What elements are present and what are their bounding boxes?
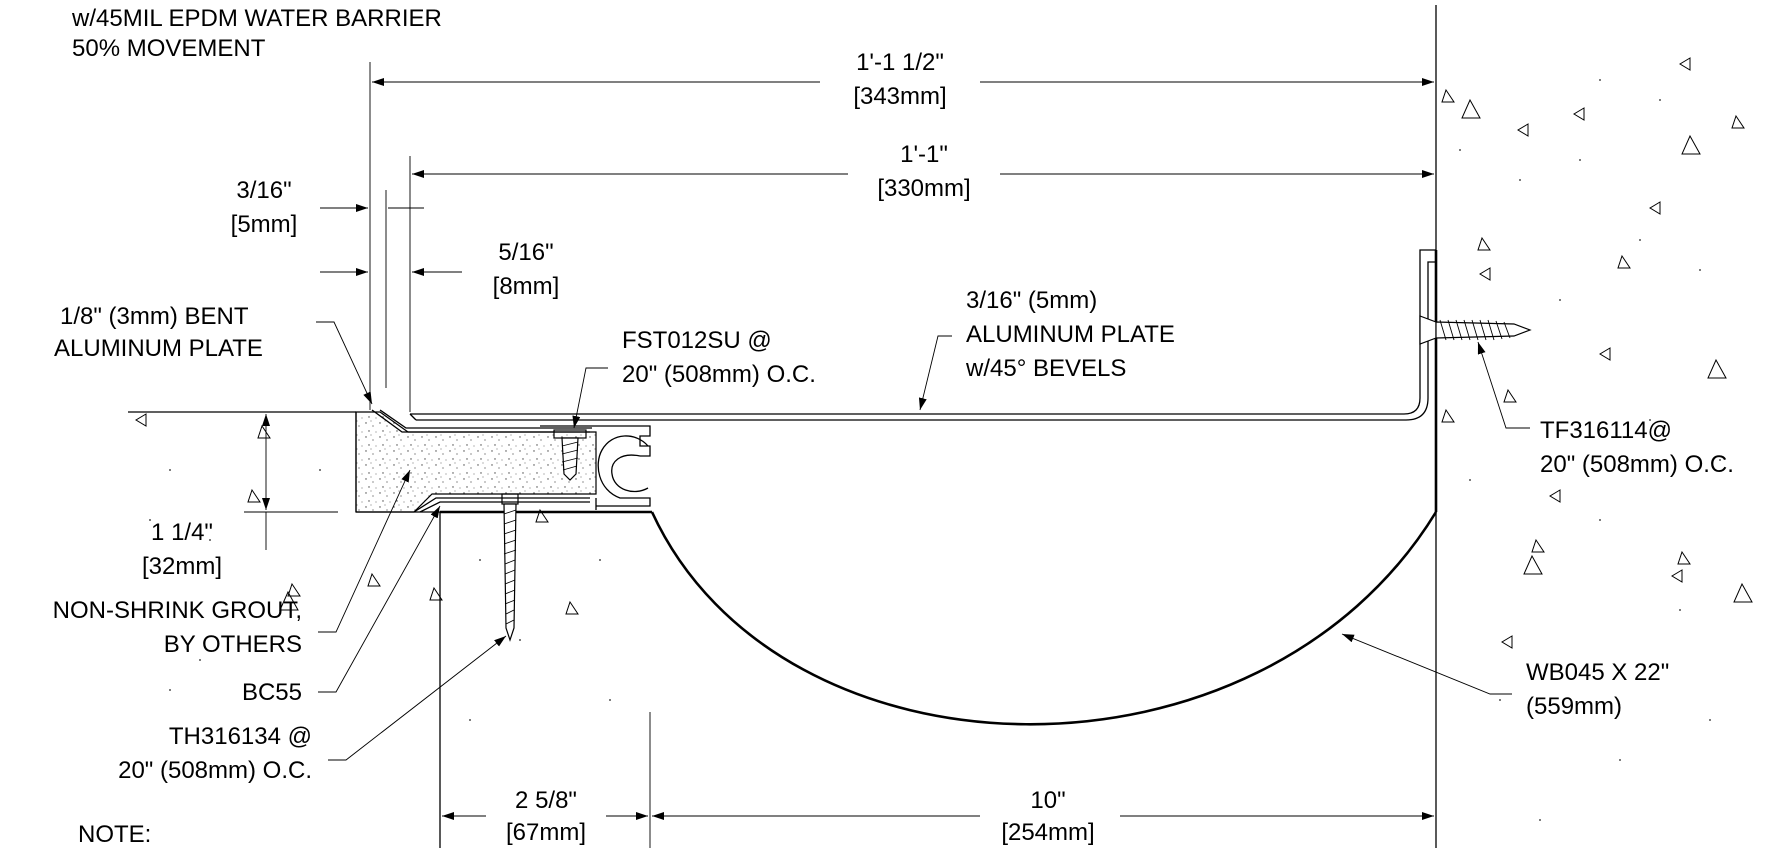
callout-grout-line-1: NON-SHRINK GROUT, [53, 597, 302, 624]
callout-floor-anchor-line-1: TH316134 @ [169, 723, 312, 750]
callout-fastener-top-line-1: FST012SU @ [622, 327, 772, 354]
header-line-2: 50% MOVEMENT [72, 35, 266, 62]
dimension-opening-metric: [254mm] [1001, 819, 1094, 846]
callout-fastener-top: FST012SU @ 20" (508mm) O.C. [572, 327, 816, 429]
callout-wall-anchor: TF316114@ 20" (508mm) O.C. [1477, 341, 1734, 478]
callout-barrier-line-1: WB045 X 22" [1526, 659, 1669, 686]
callout-cover-plate-line-2: ALUMINUM PLATE [966, 321, 1175, 348]
dimension-gap-plate-metric: [8mm] [493, 273, 560, 300]
dimension-inner: 1'-1" [330mm] [409, 141, 1434, 412]
dimension-flange-imperial: 2 5/8" [515, 787, 577, 814]
dimension-gap-plate-imperial: 5/16" [498, 239, 553, 266]
callout-floor-anchor: TH316134 @ 20" (508mm) O.C. [118, 635, 507, 784]
anchor-th316134 [501, 493, 519, 642]
callout-wall-anchor-line-1: TF316114@ [1540, 417, 1672, 444]
dimension-gap-small: 3/16" [5mm] [231, 177, 424, 388]
non-shrink-grout [355, 411, 597, 513]
callout-grout: NON-SHRINK GROUT, BY OTHERS [53, 469, 411, 658]
note-heading: NOTE: [78, 821, 151, 848]
aluminum-cover-plate [409, 249, 1436, 421]
dimension-inner-imperial: 1'-1" [900, 141, 948, 168]
anchor-tf316114 [1419, 315, 1532, 345]
callout-cover-plate-line-3: w/45° BEVELS [965, 355, 1126, 382]
dimension-depth-imperial: 1 1/4" [151, 519, 213, 546]
callout-grout-line-2: BY OTHERS [164, 631, 302, 658]
dimension-flange-metric: [67mm] [506, 819, 586, 846]
dimension-gap-small-imperial: 3/16" [236, 177, 291, 204]
dimension-depth-metric: [32mm] [142, 553, 222, 580]
header-line-1: w/45MIL EPDM WATER BARRIER [71, 5, 442, 32]
dimension-gap-plate: 5/16" [8mm] [412, 239, 559, 300]
dimension-opening-imperial: 10" [1030, 787, 1065, 814]
callout-bent-plate: 1/8" (3mm) BENT ALUMINUM PLATE [54, 303, 373, 405]
epdm-water-barrier [440, 250, 1438, 726]
fastener-fst012su [553, 429, 587, 481]
dimension-flange: 2 5/8" [67mm] [439, 520, 651, 848]
callout-angle: BC55 [242, 505, 441, 706]
callout-wall-anchor-line-2: 20" (508mm) O.C. [1540, 451, 1734, 478]
callout-bent-plate-line-1: 1/8" (3mm) BENT [60, 303, 249, 330]
dimension-gap-small-metric: [5mm] [231, 211, 298, 238]
callout-barrier-line-2: (559mm) [1526, 693, 1622, 720]
dimension-overall: 1'-1 1/2" [343mm] [369, 49, 1434, 410]
dimension-inner-metric: [330mm] [877, 175, 970, 202]
callout-barrier: WB045 X 22" (559mm) [1341, 633, 1669, 720]
callout-floor-anchor-line-2: 20" (508mm) O.C. [118, 757, 312, 784]
callout-fastener-top-line-2: 20" (508mm) O.C. [622, 361, 816, 388]
callout-cover-plate-line-1: 3/16" (5mm) [966, 287, 1097, 314]
dimension-depth: 1 1/4" [32mm] [142, 414, 338, 580]
dimension-overall-metric: [343mm] [853, 83, 946, 110]
bent-aluminum-plate [371, 409, 592, 513]
nosing-extrusion [540, 425, 651, 510]
callout-bent-plate-line-2: ALUMINUM PLATE [54, 335, 263, 362]
callout-cover-plate: 3/16" (5mm) ALUMINUM PLATE w/45° BEVELS [918, 287, 1175, 411]
dimension-overall-imperial: 1'-1 1/2" [856, 49, 944, 76]
callout-angle-label: BC55 [242, 679, 302, 706]
dimension-opening: 10" [254mm] [652, 787, 1434, 846]
